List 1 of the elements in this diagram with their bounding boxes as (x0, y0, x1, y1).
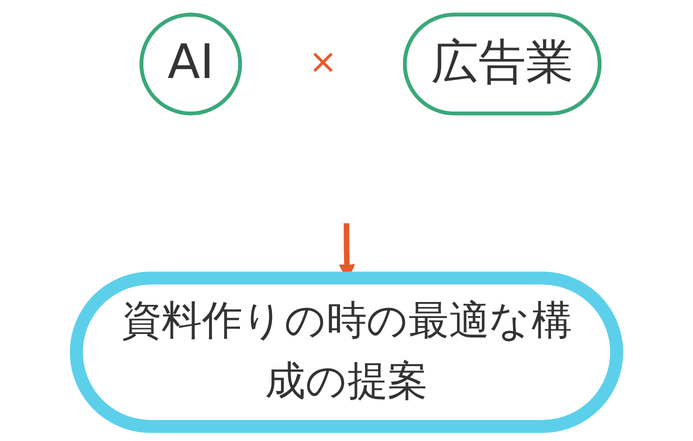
multiply-sign: × (308, 42, 338, 82)
